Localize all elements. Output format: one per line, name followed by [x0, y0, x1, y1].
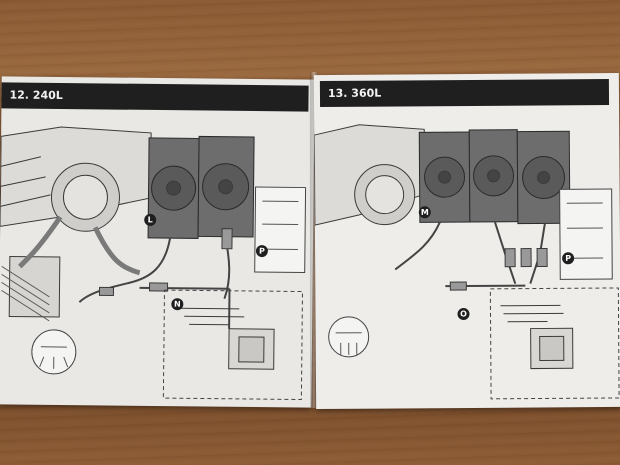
callout-m: M [421, 208, 429, 217]
manual-page-240l: 12. 240L [0, 76, 315, 408]
callout-o: O [460, 310, 467, 319]
installation-manual: 12. 240L [0, 72, 620, 412]
illustration-360l: M O P [313, 124, 620, 400]
callout-l: L [148, 215, 153, 224]
callout-p: P [259, 247, 265, 256]
callout-n: N [174, 300, 181, 309]
illustration-240l: L N P [0, 126, 307, 401]
manual-page-360l: 13. 360L [313, 72, 620, 410]
callout-p: P [565, 254, 571, 263]
